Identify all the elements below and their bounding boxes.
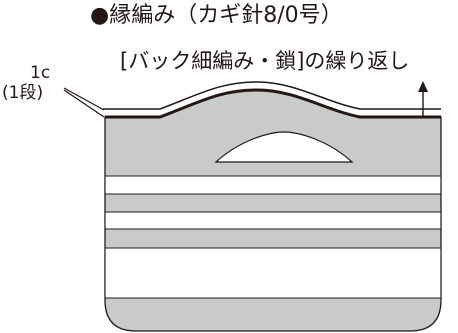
white-stripe-1 <box>105 176 441 194</box>
diagram-title: ●縁編み（カギ針8/0号） <box>90 3 343 28</box>
edging-band-bottom <box>105 88 441 119</box>
row-count-sub: (1段) <box>2 83 44 103</box>
edge-instruction: [バック細編み・鎖]の繰り返し <box>120 49 410 73</box>
repeat-arrow-icon <box>418 81 428 92</box>
row-count-label: 1c <box>30 63 51 83</box>
row-leader-line-2 <box>63 89 105 118</box>
white-stripe-3 <box>105 248 441 298</box>
center-opening <box>214 131 354 163</box>
row-leader-line-1 <box>63 87 105 111</box>
edging-band-top <box>103 81 441 110</box>
white-stripe-2 <box>105 212 441 229</box>
